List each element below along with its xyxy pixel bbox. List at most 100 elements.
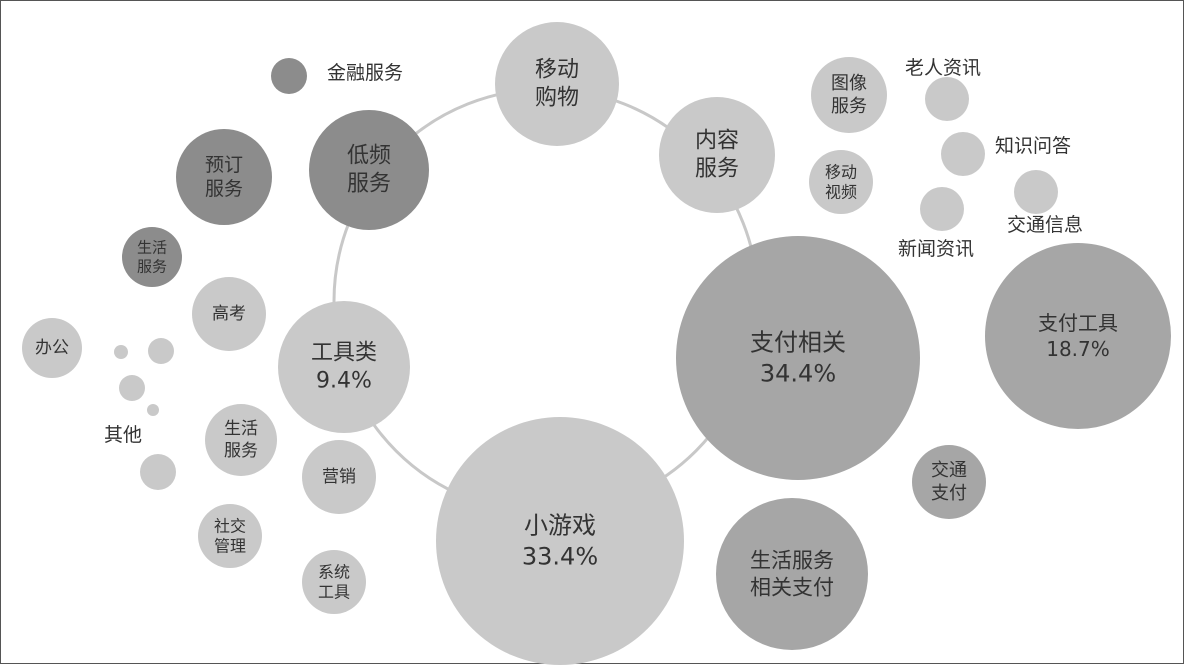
bubble-circle-finance-services xyxy=(271,58,307,94)
bubble-other-4 xyxy=(147,404,159,416)
bubble-label-mini-games-1: 33.4% xyxy=(522,542,598,570)
bubble-other-3 xyxy=(119,375,145,401)
bubble-label-life-services-light-0: 生活 xyxy=(224,419,258,439)
bubble-circle-exam xyxy=(192,277,266,351)
bubble-traffic-info xyxy=(1014,170,1058,214)
bubble-label-booking-services-1: 服务 xyxy=(205,178,243,200)
bubble-label-traffic-payment-0: 交通 xyxy=(931,460,967,481)
external-label-news: 新闻资讯 xyxy=(898,238,974,260)
bubble-label-system-tools-1: 工具 xyxy=(318,583,350,602)
bubble-label-social-management-0: 社交 xyxy=(214,516,246,535)
bubble-circle-other-2 xyxy=(114,345,128,359)
bubble-label-mobile-shopping-1: 购物 xyxy=(535,86,579,111)
bubble-label-life-services-dark-0: 生活 xyxy=(137,238,167,256)
bubble-marketing: 营销 xyxy=(302,440,376,514)
bubble-circle-life-payment xyxy=(716,498,868,650)
bubble-label-life-services-light-1: 服务 xyxy=(224,441,258,461)
bubble-qa xyxy=(941,132,985,176)
bubble-label-payment-related-1: 34.4% xyxy=(760,359,836,387)
bubble-label-payment-related-0: 支付相关 xyxy=(750,329,846,357)
bubble-label-content-services-1: 服务 xyxy=(695,157,739,182)
bubble-circle-social-management xyxy=(198,504,262,568)
bubble-label-social-management-1: 管理 xyxy=(214,537,246,556)
bubble-news xyxy=(920,187,964,231)
bubble-label-low-frequency-services-1: 服务 xyxy=(347,172,391,197)
bubble-circle-system-tools xyxy=(302,550,366,614)
bubble-label-traffic-payment-1: 支付 xyxy=(931,483,967,504)
external-label-traffic-info: 交通信息 xyxy=(1007,214,1083,236)
bubble-elderly-news xyxy=(925,77,969,121)
bubble-exam: 高考 xyxy=(192,277,266,351)
bubble-circle-traffic-info xyxy=(1014,170,1058,214)
bubble-circle-mini-games xyxy=(436,417,684,665)
bubble-finance-services xyxy=(271,58,307,94)
bubble-office: 办公 xyxy=(22,318,82,378)
bubble-other-5 xyxy=(140,454,176,490)
bubble-circle-other-3 xyxy=(119,375,145,401)
bubble-circle-other-4 xyxy=(147,404,159,416)
bubble-label-tools-0: 工具类 xyxy=(311,340,377,365)
bubble-circle-booking-services xyxy=(176,129,272,225)
bubble-label-life-payment-1: 相关支付 xyxy=(750,575,834,599)
bubble-label-exam-0: 高考 xyxy=(212,304,246,324)
bubble-label-image-services-0: 图像 xyxy=(831,73,867,94)
bubble-circle-tools xyxy=(278,301,410,433)
bubble-circle-marketing xyxy=(302,440,376,514)
bubble-circle-payment-related xyxy=(676,236,920,480)
bubble-circle-other-5 xyxy=(140,454,176,490)
bubble-label-tools-1: 9.4% xyxy=(316,369,372,394)
bubble-circle-mobile-shopping xyxy=(495,22,619,146)
bubble-circle-other-1 xyxy=(148,338,174,364)
bubble-circle-payment-tools xyxy=(985,243,1171,429)
bubble-label-mobile-shopping-0: 移动 xyxy=(535,57,579,82)
bubble-circle-news xyxy=(920,187,964,231)
bubble-circle-mobile-video xyxy=(809,150,873,214)
bubble-label-system-tools-0: 系统 xyxy=(318,562,350,581)
bubble-circle-low-frequency-services xyxy=(309,110,429,230)
bubble-label-marketing-0: 营销 xyxy=(322,467,356,487)
bubble-label-mobile-video-0: 移动 xyxy=(825,162,857,181)
bubble-circle-content-services xyxy=(659,97,775,213)
bubble-circle-qa xyxy=(941,132,985,176)
bubble-label-low-frequency-services-0: 低频 xyxy=(347,143,391,168)
external-label-finance-services: 金融服务 xyxy=(327,62,403,84)
bubble-label-office-0: 办公 xyxy=(35,338,69,358)
bubble-circle-traffic-payment xyxy=(912,445,986,519)
bubble-other-2 xyxy=(114,345,128,359)
bubble-circle-elderly-news xyxy=(925,77,969,121)
bubble-life-services-light: 生活服务 xyxy=(205,404,277,476)
external-label-other: 其他 xyxy=(104,424,142,446)
bubble-circle-life-services-dark xyxy=(122,227,182,287)
bubble-label-payment-tools-1: 18.7% xyxy=(1046,337,1110,361)
bubble-circle-office xyxy=(22,318,82,378)
bubble-tools: 工具类 9.4% xyxy=(278,301,410,433)
external-label-qa: 知识问答 xyxy=(995,135,1071,157)
bubble-life-services-dark: 生活服务 xyxy=(122,227,182,287)
bubble-circle-image-services xyxy=(811,57,887,133)
bubble-other-1 xyxy=(148,338,174,364)
external-label-elderly-news: 老人资讯 xyxy=(905,57,981,79)
bubble-label-mini-games-0: 小游戏 xyxy=(524,512,596,540)
bubble-label-image-services-1: 服务 xyxy=(831,96,867,117)
bubble-label-life-payment-0: 生活服务 xyxy=(750,549,834,573)
bubble-label-content-services-0: 内容 xyxy=(695,128,739,153)
bubble-label-mobile-video-1: 视频 xyxy=(825,183,857,202)
bubble-label-life-services-dark-1: 服务 xyxy=(137,258,167,276)
bubble-label-booking-services-0: 预订 xyxy=(205,154,243,176)
bubble-label-payment-tools-0: 支付工具 xyxy=(1038,311,1118,335)
bubble-circle-life-services-light xyxy=(205,404,277,476)
